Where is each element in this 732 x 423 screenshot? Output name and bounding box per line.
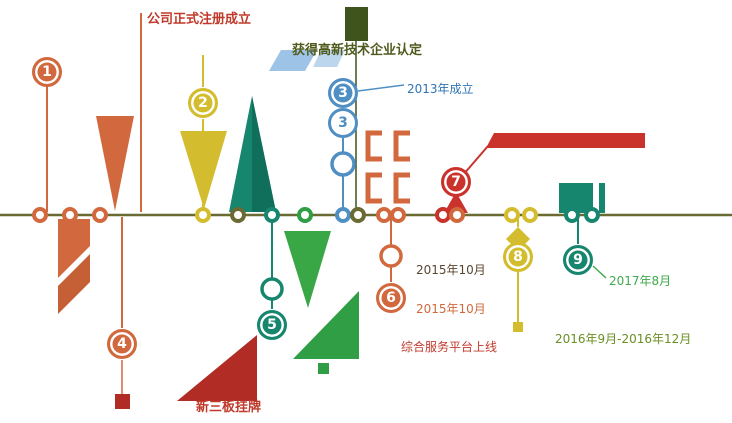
- teal-up-arrow: [229, 96, 276, 212]
- milestone-badge-1: 1: [32, 57, 62, 87]
- milestone-badge-2: 2: [188, 88, 218, 118]
- milestone-badge-4: 4: [107, 329, 137, 359]
- milestone-badge-7: 7: [441, 167, 471, 197]
- milestone6-date1-label: 2015年10月: [416, 263, 486, 277]
- milestone-badge-6: 6: [376, 283, 406, 313]
- milestone2-yellow-shapes: [180, 55, 227, 212]
- green-down-shapes: [271, 217, 359, 374]
- milestone4-shapes: [115, 217, 257, 409]
- timeline-node-dots: [32, 207, 600, 223]
- milestone2-label: 获得高新技术企业认定: [292, 43, 423, 58]
- milestone3-date-label: 2013年成立: [407, 82, 474, 96]
- milestone1-orange-shapes: [46, 13, 142, 314]
- milestone-badge-5: 5: [257, 310, 287, 340]
- hollow-rings: [260, 151, 403, 301]
- milestone-badge-8: 8: [503, 242, 533, 272]
- milestone-badge-3: 3: [328, 78, 358, 108]
- light-blue-ribbons: [269, 50, 345, 71]
- milestone1-label: 公司正式注册成立: [147, 12, 252, 27]
- milestone9-teal-shapes: [559, 183, 607, 279]
- orange-bracket-icons: [365, 130, 410, 204]
- milestone9-date-label: 2017年8月: [609, 274, 672, 288]
- milestone4-label: 新三板挂牌: [196, 400, 262, 415]
- milestone6-text-label: 综合服务平台上线: [401, 340, 498, 354]
- milestone-badge-3-outline: 3: [328, 108, 358, 138]
- milestone7-date-label: 2016年9月-2016年12月: [555, 332, 692, 346]
- milestone8-yellow-shapes: [506, 217, 530, 332]
- milestone6-date2-label: 2015年10月: [416, 302, 486, 316]
- milestone7-red-shapes: [444, 133, 645, 213]
- milestone-badge-9: 9: [563, 245, 593, 275]
